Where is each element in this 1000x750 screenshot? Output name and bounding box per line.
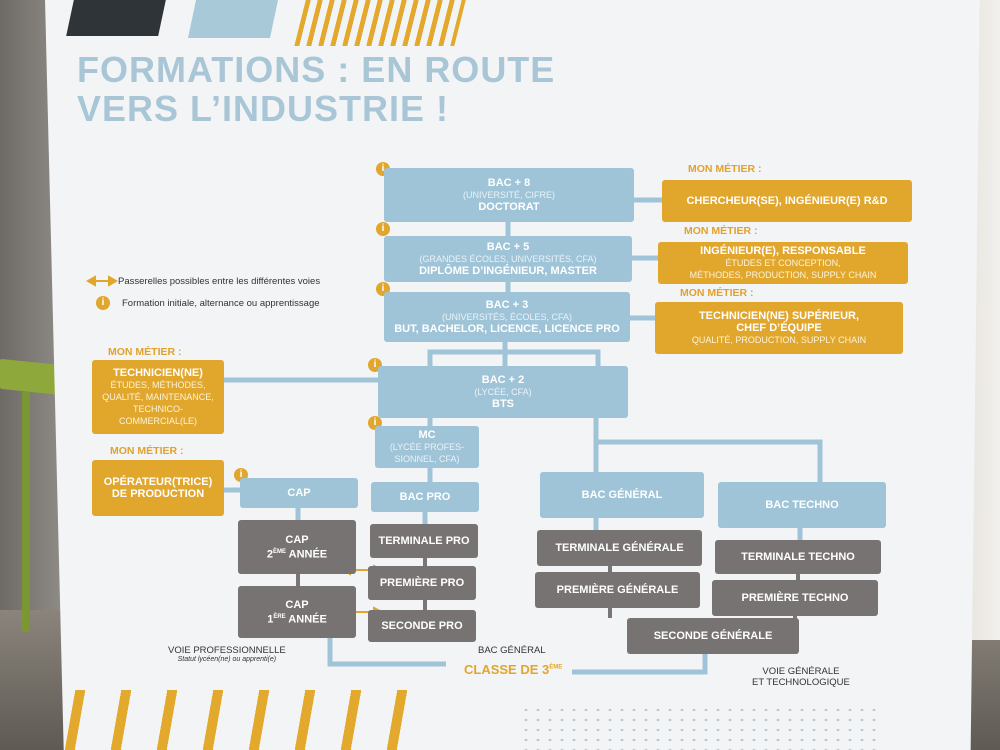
classe-seconde-generale: SECONDE GÉNÉRALE xyxy=(627,618,799,654)
decor-dots xyxy=(520,705,880,750)
level-bac5: BAC + 5 (GRANDES ÉCOLES, UNIVERSITÉS, CF… xyxy=(384,236,632,282)
voie-bac-pro: BAC PRO xyxy=(371,482,479,512)
metier-technicien: TECHNICIEN(NE) ÉTUDES, MÉTHODES, QUALITÉ… xyxy=(92,360,224,434)
mon-metier-label-5: MON MÉTIER : xyxy=(110,445,184,457)
poster-title: FORMATIONS : EN ROUTE VERS L’INDUSTRIE ! xyxy=(77,50,555,128)
ingenieur-line-1: ÉTUDES ET CONCEPTION, xyxy=(725,258,841,268)
metier-chercheur: CHERCHEUR(SE), INGÉNIEUR(E) R&D xyxy=(662,180,912,222)
classe-premiere-pro: PREMIÈRE PRO xyxy=(368,566,476,600)
mc-sub-1: (LYCÉE PROFES- xyxy=(389,442,465,452)
title-line-2: VERS L’INDUSTRIE ! xyxy=(77,88,450,129)
bac2-sub: (LYCÉE, CFA) xyxy=(474,387,532,397)
green-table-leg xyxy=(22,392,30,632)
premiere-pro-label: PREMIÈRE PRO xyxy=(379,577,465,589)
seconde-pro-label: SECONDE PRO xyxy=(381,620,463,632)
operateur-line-1: OPÉRATEUR(TRICE) xyxy=(103,476,213,488)
terminale-pro-label: TERMINALE PRO xyxy=(378,535,470,547)
mon-metier-label-4: MON MÉTIER : xyxy=(108,346,182,358)
chercheur-text: CHERCHEUR(SE), INGÉNIEUR(E) R&D xyxy=(686,195,888,207)
voie-bac-techno: BAC TECHNO xyxy=(718,482,886,528)
bac5-diploma: DIPLÔME D’INGÉNIEUR, MASTER xyxy=(419,265,597,277)
classe-premiere-generale: PREMIÈRE GÉNÉRALE xyxy=(535,572,700,608)
voie-gen-line-2: ET TECHNOLOGIQUE xyxy=(752,677,850,688)
bac8-title: BAC + 8 xyxy=(487,177,531,189)
footer-voie-professionnelle: VOIE PROFESSIONNELLE Statut lycéen(ne) o… xyxy=(168,645,286,663)
classe-seconde-pro: SECONDE PRO xyxy=(368,610,476,642)
level-bac8: BAC + 8 (UNIVERSITÉ, CIFRE) DOCTORAT xyxy=(384,168,634,222)
legend-formation: Formation initiale, alternance ou appren… xyxy=(122,298,320,309)
technicien-line-1: ÉTUDES, MÉTHODES, xyxy=(110,380,206,390)
level-bac3: BAC + 3 (UNIVERSITÉS, ÉCOLES, CFA) BUT, … xyxy=(384,292,630,342)
level-mc: MC (LYCÉE PROFES- SIONNEL, CFA) xyxy=(375,426,479,468)
bac3-sub: (UNIVERSITÉS, ÉCOLES, CFA) xyxy=(441,312,573,322)
metier-ingenieur: INGÉNIEUR(E), RESPONSABLE ÉTUDES ET CONC… xyxy=(658,242,908,284)
bac2-diploma: BTS xyxy=(492,398,514,410)
mon-metier-label-2: MON MÉTIER : xyxy=(684,225,758,237)
classe-terminale-techno: TERMINALE TECHNO xyxy=(715,540,881,574)
classe-cap-1: CAP 1ÈRE ANNÉE xyxy=(238,586,356,638)
cap-label: CAP xyxy=(287,487,311,499)
premiere-techno-label: PREMIÈRE TECHNO xyxy=(741,592,849,604)
ingenieur-title: INGÉNIEUR(E), RESPONSABLE xyxy=(700,245,866,257)
bac8-sub: (UNIVERSITÉ, CIFRE) xyxy=(462,190,555,200)
bac3-diploma: BUT, BACHELOR, LICENCE, LICENCE PRO xyxy=(394,323,620,335)
mc-title: MC xyxy=(418,429,436,441)
mon-metier-label-3: MON MÉTIER : xyxy=(680,287,754,299)
footer-voie-generale: VOIE GÉNÉRALE ET TECHNOLOGIQUE xyxy=(752,666,850,688)
seconde-generale-label: SECONDE GÉNÉRALE xyxy=(653,630,773,642)
bac5-sub: (GRANDES ÉCOLES, UNIVERSITÉS, CFA) xyxy=(419,254,597,264)
technicien-line-3: TECHNICO- xyxy=(133,404,183,414)
terminale-techno-label: TERMINALE TECHNO xyxy=(741,551,855,563)
operateur-line-2: DE PRODUCTION xyxy=(111,488,205,500)
bac8-diploma: DOCTORAT xyxy=(478,201,540,213)
bac5-title: BAC + 5 xyxy=(486,241,530,253)
cap2-year: 2ÈME ANNÉE xyxy=(266,548,328,561)
bac2-title: BAC + 2 xyxy=(481,374,525,386)
classe-terminale-generale: TERMINALE GÉNÉRALE xyxy=(537,530,702,566)
bac-general-label: BAC GÉNÉRAL xyxy=(581,489,663,501)
voie-gen-line-1: VOIE GÉNÉRALE xyxy=(762,666,840,677)
technicien-sup-line-1: TECHNICIEN(NE) SUPÉRIEUR, xyxy=(698,310,860,322)
cap1-year: 1ÈRE ANNÉE xyxy=(267,613,327,626)
classe-cap-2: CAP 2ÈME ANNÉE xyxy=(238,520,356,574)
terminale-generale-label: TERMINALE GÉNÉRALE xyxy=(555,542,684,554)
level-bac2: BAC + 2 (LYCÉE, CFA) BTS xyxy=(378,366,628,418)
info-icon-bac5: i xyxy=(376,222,390,236)
classe-premiere-techno: PREMIÈRE TECHNO xyxy=(712,580,878,616)
voie-pro-text: VOIE PROFESSIONNELLE xyxy=(168,645,286,656)
voie-bac-general: BAC GÉNÉRAL xyxy=(540,472,704,518)
classe-de-3eme: CLASSE DE 3ÈME xyxy=(464,662,563,677)
footer-bac-general: BAC GÉNÉRAL xyxy=(478,645,546,656)
bac-techno-label: BAC TECHNO xyxy=(765,499,839,511)
bac3-title: BAC + 3 xyxy=(485,299,529,311)
technicien-line-2: QUALITÉ, MAINTENANCE, xyxy=(102,392,214,402)
voie-cap: CAP xyxy=(240,478,358,508)
technicien-title: TECHNICIEN(NE) xyxy=(113,367,203,379)
cap2-title: CAP xyxy=(285,533,309,546)
technicien-sup-sub: QUALITÉ, PRODUCTION, SUPPLY CHAIN xyxy=(691,335,867,345)
ingenieur-line-2: MÉTHODES, PRODUCTION, SUPPLY CHAIN xyxy=(689,270,877,280)
metier-operateur: OPÉRATEUR(TRICE) DE PRODUCTION xyxy=(92,460,224,516)
voie-pro-statut: Statut lycéen(ne) ou apprenti(e) xyxy=(177,656,277,663)
classe-terminale-pro: TERMINALE PRO xyxy=(370,524,478,558)
cap1-title: CAP xyxy=(285,598,309,611)
title-line-1: FORMATIONS : EN ROUTE xyxy=(77,49,556,90)
mc-sub-2: SIONNEL, CFA) xyxy=(394,454,460,464)
legend-passerelles: Passerelles possibles entre les différen… xyxy=(118,276,321,287)
bac-pro-label: BAC PRO xyxy=(399,491,451,503)
metier-technicien-superieur: TECHNICIEN(NE) SUPÉRIEUR, CHEF D’ÉQUIPE … xyxy=(655,302,903,354)
mon-metier-label-1: MON MÉTIER : xyxy=(688,163,762,175)
premiere-generale-label: PREMIÈRE GÉNÉRALE xyxy=(556,584,679,596)
technicien-line-4: COMMERCIAL(LE) xyxy=(118,416,197,426)
legend-info-icon: i xyxy=(96,296,110,310)
technicien-sup-line-2: CHEF D’ÉQUIPE xyxy=(736,322,822,334)
